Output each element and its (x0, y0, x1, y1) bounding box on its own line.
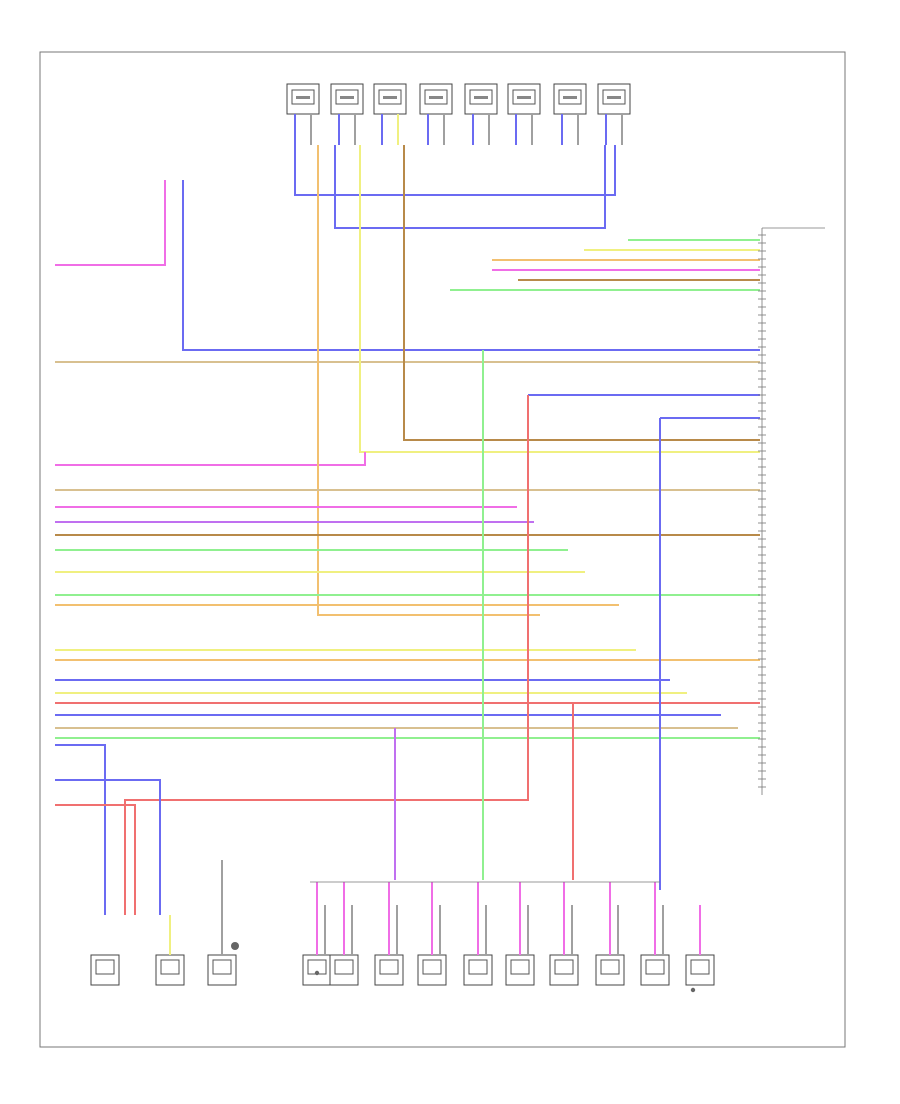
left-red-bottom-wire (55, 804, 136, 915)
top-component-5 (464, 83, 498, 115)
bottom-component-3 (207, 954, 237, 986)
bottom-component-pin-block (645, 959, 665, 975)
bottom-component-13 (685, 954, 715, 986)
top-component-pin (607, 96, 621, 99)
bottom-component-10 (549, 954, 579, 986)
left-pink-wire (55, 180, 166, 266)
wires (55, 114, 760, 955)
bottom-component-pin-block (379, 959, 399, 975)
top-component-pin (563, 96, 577, 99)
bottom-component-pin-block (334, 959, 354, 975)
ground-icon-2 (314, 970, 320, 976)
top-component-pin (296, 96, 310, 99)
bottom-component-pin-block (468, 959, 488, 975)
left-blue-wire (182, 180, 760, 351)
top-components (286, 83, 631, 115)
bottom-component-2 (155, 954, 185, 986)
bottom-component-8 (463, 954, 493, 986)
bottom-component-pin-block (510, 959, 530, 975)
top-component-2 (330, 83, 364, 115)
brown-down-wire (403, 145, 760, 441)
module-pin-column (758, 227, 825, 795)
bottom-component-pin-block (600, 959, 620, 975)
diagram-frame (39, 51, 846, 1048)
top-component-pin (474, 96, 488, 99)
ground-icon-3 (690, 987, 696, 993)
blue-bus-wire (294, 145, 616, 196)
blue-bus-wire (334, 145, 606, 229)
bottom-component-pin-block (554, 959, 574, 975)
ground-icon (231, 942, 239, 950)
pink-left-wire (55, 452, 366, 466)
top-component-4 (419, 83, 453, 115)
bottom-components (90, 954, 715, 986)
top-component-pin (383, 96, 397, 99)
bottom-component-pin-block (422, 959, 442, 975)
top-component-pin (429, 96, 443, 99)
bottom-component-9 (505, 954, 535, 986)
red-riser-wire (124, 395, 529, 915)
left-blue-bottom-wire-2 (55, 779, 161, 915)
left-blue-bottom-wire (55, 744, 106, 915)
orange-down-wire (317, 145, 540, 616)
bottom-component-pin-block (95, 959, 115, 975)
top-component-pin (517, 96, 531, 99)
bottom-component-5 (329, 954, 359, 986)
bottom-component-pin-block (212, 959, 232, 975)
bottom-component-7 (417, 954, 447, 986)
bottom-component-4 (302, 954, 332, 986)
bottom-component-pin-block (160, 959, 180, 975)
bottom-component-12 (640, 954, 670, 986)
top-component-3 (373, 83, 407, 115)
bottom-component-6 (374, 954, 404, 986)
top-component-6 (507, 83, 541, 115)
yellow-down-wire (359, 145, 760, 453)
bottom-component-11 (595, 954, 625, 986)
bottom-component-pin-block (690, 959, 710, 975)
top-component-pin (340, 96, 354, 99)
top-component-7 (553, 83, 587, 115)
top-component-8 (597, 83, 631, 115)
top-component-1 (286, 83, 320, 115)
bottom-component-1 (90, 954, 120, 986)
